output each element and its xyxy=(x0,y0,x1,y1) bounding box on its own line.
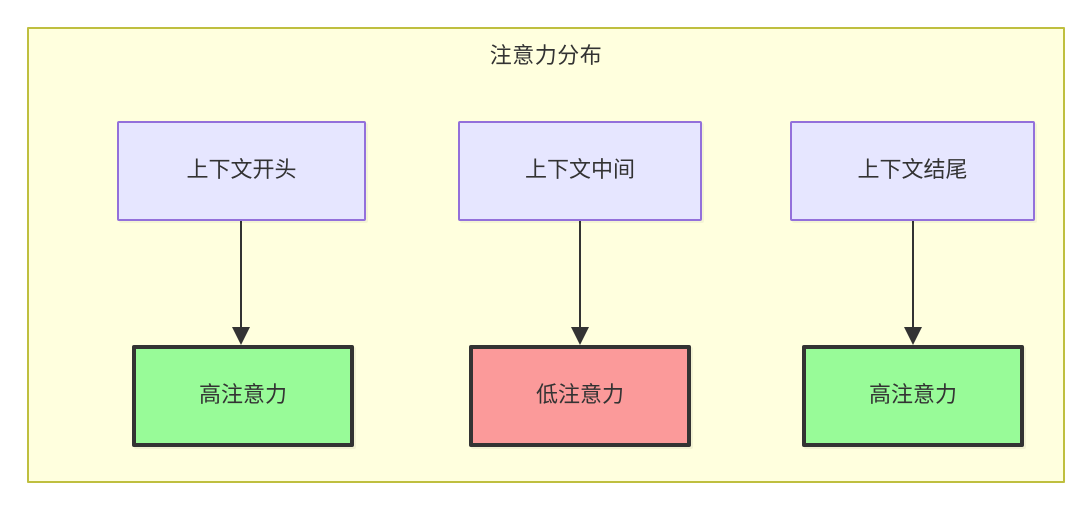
node-attention-high-end-label: 高注意力 xyxy=(868,383,957,408)
edge-ctx-start-to-attn-high-start xyxy=(232,221,250,345)
node-attention-high-start-label: 高注意力 xyxy=(198,383,287,408)
edge-ctx-middle-to-attn-low-middle xyxy=(571,221,589,345)
node-attention-low-middle[interactable]: 低注意力 xyxy=(469,345,691,447)
edge-layer xyxy=(232,221,922,345)
diagram-canvas: 注意力分布 上下文开头 上下文中间 上下文结尾 xyxy=(27,27,1065,483)
edge-ctx-end-to-attn-high-end xyxy=(904,221,922,345)
node-context-start-label: 上下文开头 xyxy=(186,158,297,183)
node-attention-high-start[interactable]: 高注意力 xyxy=(132,345,354,447)
diagram-title: 注意力分布 xyxy=(489,44,603,69)
node-context-middle-label: 上下文中间 xyxy=(524,158,635,183)
node-attention-high-end[interactable]: 高注意力 xyxy=(802,345,1024,447)
node-context-start[interactable]: 上下文开头 xyxy=(117,121,366,221)
node-context-middle[interactable]: 上下文中间 xyxy=(458,121,702,221)
node-context-end[interactable]: 上下文结尾 xyxy=(790,121,1035,221)
node-context-end-label: 上下文结尾 xyxy=(857,158,968,183)
attention-distribution-container: 注意力分布 上下文开头 上下文中间 上下文结尾 xyxy=(27,27,1065,483)
node-attention-low-middle-label: 低注意力 xyxy=(535,383,624,408)
